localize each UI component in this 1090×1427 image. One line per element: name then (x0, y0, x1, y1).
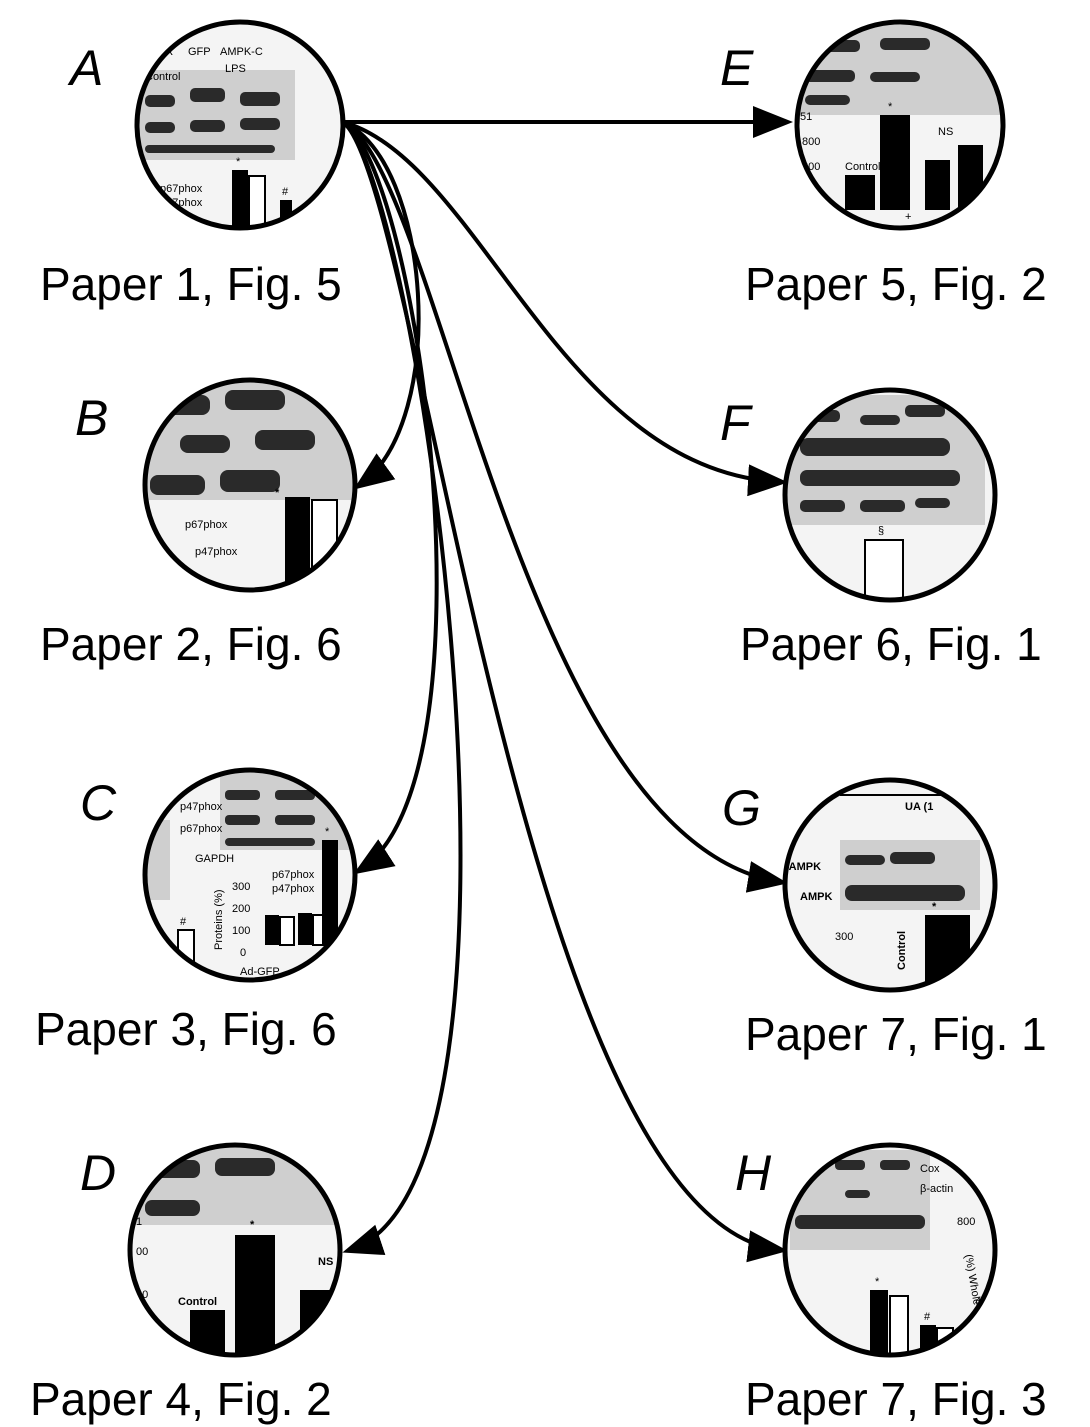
panel-g-label-ampk: AMPK (800, 891, 832, 903)
panel-c-tick-100: 100 (232, 925, 250, 937)
panel-h-label-cox: Cox (920, 1163, 940, 1175)
panel-f-mark: § (878, 525, 884, 537)
panel-g-star: * (932, 901, 937, 913)
panel-c-label-p67: p67phox (180, 823, 223, 835)
panel-c-star: * (325, 826, 330, 838)
panel-d-magnifier: Control NS * 1 00 00 (130, 1145, 340, 1355)
panel-a-label-control: Control (145, 71, 180, 83)
panel-d-label-ns: NS (318, 1256, 333, 1268)
panel-c-tick-0: 0 (240, 947, 246, 959)
panel-f: F § Paper 6, Fig. 1 (720, 387, 1042, 670)
panel-g-caption: Paper 7, Fig. 1 (745, 1008, 1047, 1060)
arrow-a-to-f (342, 120, 788, 497)
panel-c-tick-300: 300 (232, 881, 250, 893)
panel-e-star: * (888, 101, 893, 113)
panel-a-letter: A (67, 40, 103, 96)
panel-b-label-p47: p47phox (195, 546, 238, 558)
panel-c-tick-200: 200 (232, 903, 250, 915)
arrow-a-to-g (342, 120, 788, 893)
panel-g-label-control: Control (896, 931, 908, 970)
panel-e-caption: Paper 5, Fig. 2 (745, 258, 1047, 310)
panel-g-label-pampk: -AMPK (785, 861, 821, 873)
panel-c-ylabel: Proteins (%) (213, 889, 225, 950)
panel-e-label-ns: NS (938, 126, 953, 138)
panel-g: G UA (1 -AMPK AMPK 300 Control * Paper 7… (722, 777, 1047, 1060)
panel-d-tick-1: 1 (136, 1216, 142, 1228)
panel-b-star: * (275, 487, 280, 499)
panel-b: B p67phox p47phox * Paper 2, Fig. 6 (40, 377, 358, 670)
panel-f-caption: Paper 6, Fig. 1 (740, 618, 1042, 670)
panel-c-letter: C (80, 775, 117, 831)
panel-a-star: * (236, 156, 241, 168)
panel-f-letter: F (720, 395, 753, 451)
panel-h-hash: # (924, 1311, 931, 1323)
panel-h-label-bactin: β-actin (920, 1183, 953, 1195)
panel-a-label-top3: AMPK-C (220, 46, 263, 58)
panel-g-tick-300: 300 (835, 931, 853, 943)
panel-a-hash: # (282, 186, 289, 198)
panel-e-label-control: Control (845, 161, 880, 173)
panel-c-label-gapdh: GAPDH (195, 853, 234, 865)
panel-d: D Control NS * 1 00 00 Paper 4, Fig. 2 (30, 1142, 343, 1425)
panel-d-letter: D (80, 1145, 116, 1201)
arrow-a-to-h (341, 120, 788, 1263)
panel-g-letter: G (722, 780, 761, 836)
panel-h-tick-800: 800 (957, 1216, 975, 1228)
panel-h-caption: Paper 7, Fig. 3 (745, 1373, 1047, 1425)
arrows (341, 106, 793, 1263)
panel-h-star: * (875, 1276, 880, 1288)
arrow-a-to-b (342, 120, 421, 490)
panel-b-label-p67: p67phox (185, 519, 228, 531)
panel-g-magnifier: UA (1 -AMPK AMPK 300 Control * (785, 780, 995, 990)
panel-c-hash: # (180, 916, 187, 928)
panel-d-caption: Paper 4, Fig. 2 (30, 1373, 332, 1425)
panel-a: A CAR GFP AMPK-C Control LPS p67phox p47… (40, 19, 346, 310)
panel-e-plus: + (905, 211, 911, 223)
panel-b-letter: B (75, 390, 108, 446)
panel-a-caption: Paper 1, Fig. 5 (40, 258, 342, 310)
panel-g-label-ua: UA (1 (905, 801, 933, 813)
panel-c-legend-p67: p67phox (272, 869, 315, 881)
panel-d-label-control: Control (178, 1296, 217, 1308)
panel-c-adgfp: Ad-GFP (240, 966, 280, 978)
panel-c-label-p47: p47phox (180, 801, 223, 813)
panel-c-legend-p47: p47phox (272, 883, 315, 895)
panel-e-tick-800: 800 (802, 136, 820, 148)
panel-a-label-p67: p67phox (160, 183, 203, 195)
panel-e-tick-1: 51 (800, 111, 812, 123)
panel-d-tick-00a: 00 (136, 1246, 148, 1258)
panel-a-label-top2: GFP (188, 46, 211, 58)
panel-e: E Control NS 800 200 0 51 * + - Paper 5,… (720, 19, 1047, 310)
panel-h: H Cox β-actin 800 40 (%) Whole a * # Pap… (735, 1142, 1047, 1425)
panel-e-letter: E (720, 40, 754, 96)
panel-c-caption: Paper 3, Fig. 6 (35, 1003, 337, 1055)
panel-d-star: * (250, 1219, 255, 1231)
panel-c-magnifier: p47phox p67phox GAPDH p67phox p47phox 30… (145, 770, 355, 980)
panel-b-caption: Paper 2, Fig. 6 (40, 618, 342, 670)
panel-c: C p47phox p67phox GAPDH p67phox p47phox … (35, 767, 358, 1055)
panel-a-label-lps: LPS (225, 63, 246, 75)
panel-h-letter: H (735, 1145, 772, 1201)
